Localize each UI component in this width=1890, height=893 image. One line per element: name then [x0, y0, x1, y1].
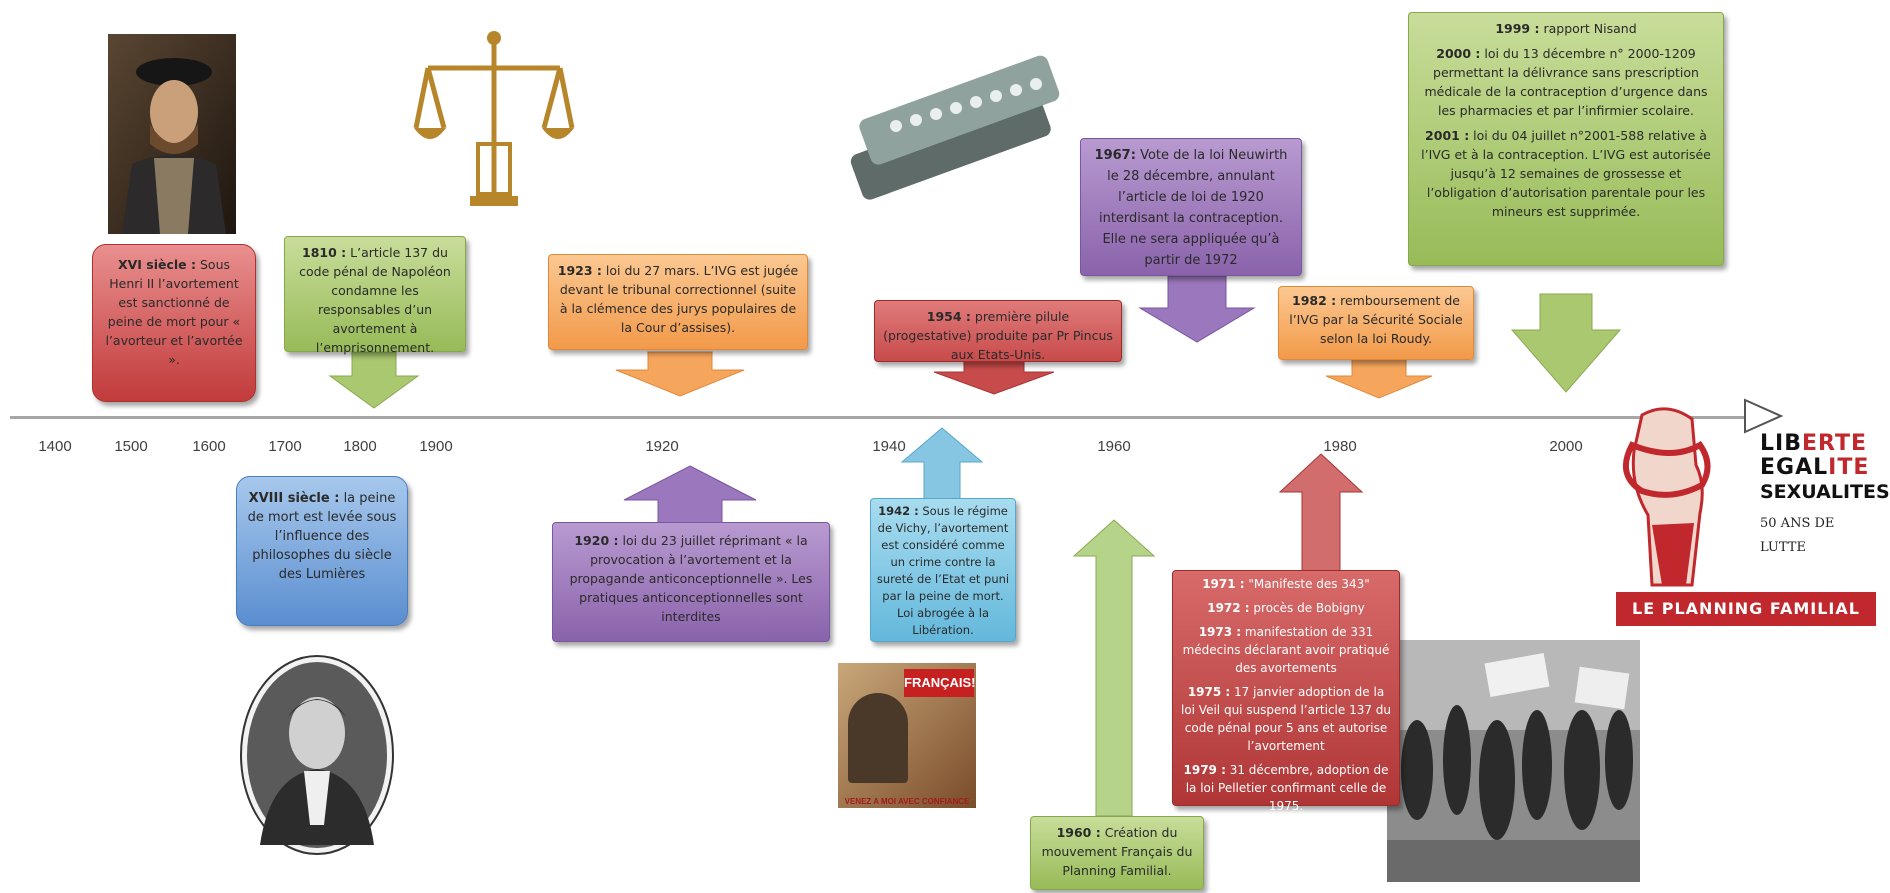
event-1923: 1923 : loi du 27 mars. L’IVG est jugée d…: [548, 254, 808, 350]
event-1920-text: loi du 23 juillet réprimant « la provoca…: [569, 533, 813, 624]
event-1982-year: 1982 :: [1292, 293, 1337, 308]
event-1999-year: 1999 :: [1495, 21, 1540, 36]
raised-fist-logo: [1622, 407, 1711, 587]
event-1920: 1920 : loi du 23 juillet réprimant « la …: [552, 522, 830, 642]
arrow-1970s: [1278, 453, 1364, 573]
event-1960-year: 1960 :: [1056, 825, 1101, 840]
event-1972-text: procès de Bobigny: [1249, 601, 1365, 615]
event-2001-year: 2001 :: [1425, 128, 1470, 143]
event-1982-text: remboursement de l’IVG par la Sécurité S…: [1289, 293, 1463, 346]
event-1960: 1960 : Création du mouvement Français du…: [1030, 816, 1204, 890]
tick-1500: 1500: [114, 438, 148, 455]
timeline-axis: [10, 416, 1755, 419]
event-1979-year: 1979 :: [1183, 763, 1226, 777]
event-1942-year: 1942 :: [878, 504, 919, 518]
event-1975-year: 1975 :: [1187, 685, 1231, 699]
event-18th-century: XVIII siècle : la peine de mort est levé…: [236, 476, 408, 626]
logo-word-egalite-b: ITE: [1828, 455, 1870, 480]
tick-1900: 1900: [419, 438, 453, 455]
event-1810-year: 1810 :: [302, 245, 347, 260]
event-1973-year: 1973 :: [1198, 625, 1242, 639]
arrow-1923: [615, 351, 745, 397]
arrow-1942: [900, 427, 984, 501]
protest-photo: [1387, 640, 1640, 882]
timeline-arrow-head: [1744, 398, 1784, 434]
arrow-1982: [1325, 357, 1433, 399]
event-18th-century-year: XVIII siècle :: [248, 491, 340, 506]
event-1942: 1942 : Sous le régime de Vichy, l’avorte…: [870, 498, 1016, 642]
event-16th-century-text: Sous Henri II l’avortement est sanctionn…: [105, 257, 243, 367]
logo-banner: LE PLANNING FAMILIAL: [1616, 592, 1876, 626]
event-1971-year: 1971 :: [1202, 577, 1245, 591]
tick-1800: 1800: [343, 438, 377, 455]
event-1954-year: 1954 :: [926, 309, 971, 324]
pill-blister-packs: [850, 55, 1060, 200]
event-1810-text: L’article 137 du code pénal de Napoléon …: [299, 245, 451, 355]
arrow-1960: [1072, 519, 1156, 817]
arrow-1954: [933, 359, 1055, 395]
event-1975-text: 17 janvier adoption de la loi Veil qui s…: [1180, 685, 1392, 753]
event-1954-text: première pilule (progestative) produite …: [883, 309, 1113, 362]
event-16th-century-year: XVI siècle :: [117, 257, 197, 272]
event-18th-century-text: la peine de mort est levée sous l’influe…: [247, 491, 397, 582]
event-1970s: 1971 : "Manifeste des 343" 1972 : procès…: [1172, 570, 1400, 813]
tick-1400: 1400: [38, 438, 72, 455]
poster-footer: VENEZ A MOI AVEC CONFIANCE: [844, 797, 970, 806]
tick-1920: 1920: [645, 438, 679, 455]
event-2000-year: 2000 :: [1436, 46, 1481, 61]
event-1923-year: 1923 :: [557, 263, 602, 278]
event-1971-text: "Manifeste des 343": [1244, 577, 1370, 591]
event-1982: 1982 : remboursement de l’IVG par la Séc…: [1278, 286, 1474, 360]
tick-1980: 1980: [1323, 438, 1357, 455]
tick-1700: 1700: [268, 438, 302, 455]
event-2000-text: loi du 13 décembre n° 2000-1209 permetta…: [1424, 46, 1708, 118]
petain-poster: FRANÇAIS! VENEZ A MOI AVEC CONFIANCE: [838, 663, 976, 808]
tick-1940: 1940: [872, 438, 906, 455]
justice-scales-icon: [413, 31, 575, 206]
logo-word-liberte-a: LIB: [1760, 431, 1802, 456]
event-1999-text: rapport Nisand: [1539, 21, 1637, 36]
tick-2000: 2000: [1549, 438, 1583, 455]
logo-years: 50 ANS DE LUTTE: [1760, 516, 1835, 555]
event-1954: 1954 : première pilule (progestative) pr…: [874, 300, 1122, 362]
event-1920-year: 1920 :: [574, 533, 619, 548]
logo-word-sexualites: SEXUALITES: [1760, 481, 1890, 503]
henri-ii-portrait: [108, 34, 236, 234]
arrow-2000s: [1510, 293, 1622, 393]
event-1972-year: 1972 :: [1207, 601, 1250, 615]
logo-word-liberte-b: ERTE: [1801, 431, 1867, 456]
event-16th-century: XVI siècle : Sous Henri II l’avortement …: [92, 244, 256, 402]
logo-slogan: LIBERTE EGALITE SEXUALITES 50 ANS DE LUT…: [1760, 431, 1890, 560]
arrow-1810: [328, 351, 420, 409]
arrow-1967: [1138, 275, 1256, 343]
arrow-1920: [623, 465, 757, 527]
event-1960-text: Création du mouvement Français du Planni…: [1041, 825, 1193, 878]
event-1923-text: loi du 27 mars. L’IVG est jugée devant l…: [559, 263, 799, 335]
portrait-engraving: [240, 655, 394, 855]
event-1967-text: Vote de la loi Neuwirth le 28 décembre, …: [1098, 148, 1288, 268]
logo-word-egalite-a: EGAL: [1760, 455, 1829, 480]
event-2000s: 1999 : rapport Nisand 2000 : loi du 13 d…: [1408, 12, 1724, 266]
event-1973-text: manifestation de 331 médecins déclarant …: [1182, 625, 1390, 675]
tick-1600: 1600: [192, 438, 226, 455]
event-1967: 1967: Vote de la loi Neuwirth le 28 déce…: [1080, 138, 1302, 276]
tick-1960: 1960: [1097, 438, 1131, 455]
event-2001-text: loi du 04 juillet n°2001-588 relative à …: [1421, 128, 1711, 219]
event-1967-year: 1967:: [1094, 148, 1136, 163]
event-1810: 1810 : L’article 137 du code pénal de Na…: [284, 236, 466, 355]
event-1979-text: 31 décembre, adoption de la loi Pelletie…: [1185, 763, 1389, 813]
event-1942-text: Sous le régime de Vichy, l’avortement es…: [876, 504, 1010, 637]
poster-title: FRANÇAIS!: [904, 669, 976, 697]
